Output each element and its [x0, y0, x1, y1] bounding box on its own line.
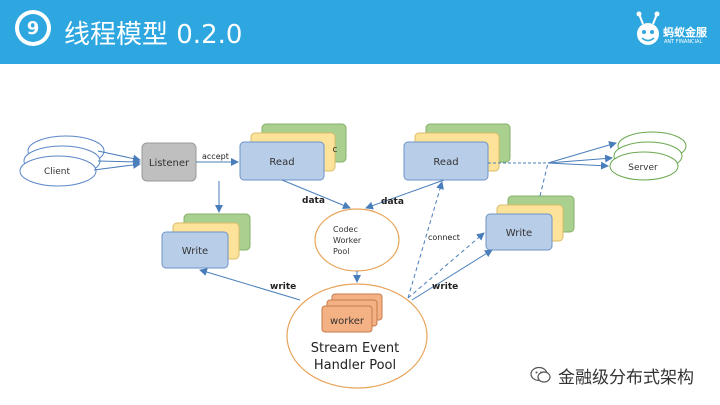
arrow-pool-writeright	[411, 249, 493, 301]
pool-label-line2: Handler Pool	[314, 358, 396, 373]
read-left-back-label: c	[333, 145, 338, 155]
codec-worker-pool: Codec Worker Pool	[314, 208, 400, 272]
server-label: Server	[628, 163, 658, 173]
edge-label-data-right: data	[381, 197, 404, 207]
edge-label-write-left: write	[270, 282, 296, 292]
arrow-pool-writeleft	[199, 268, 301, 301]
slide-number: 9	[19, 14, 47, 42]
codec-label-line2: Worker	[333, 236, 362, 245]
page-title: 线程模型 0.2.0	[64, 20, 243, 50]
edge-label-accept: accept	[202, 152, 229, 161]
arrow-readleft-codec	[281, 179, 351, 210]
edge-label-write-right: write	[432, 282, 458, 292]
logo-text: 蚂蚁金服	[663, 26, 707, 39]
read-right-stack: Read	[403, 123, 511, 181]
logo-subtext: ANT FINANCIAL	[664, 39, 703, 45]
stream-event-handler-pool: worker Stream Event Handler Pool	[286, 283, 428, 389]
edge-label-connect: connect	[428, 233, 460, 242]
worker-label: worker	[330, 316, 365, 327]
write-right-label: Write	[506, 228, 532, 239]
edge-label-data-left: data	[302, 196, 325, 206]
arrow-readright-codec	[365, 179, 445, 210]
arrows	[93, 141, 617, 301]
read-left-stack: c Read	[239, 123, 347, 181]
arrow-client3-listener	[93, 160, 141, 171]
arrow-client2-listener	[97, 157, 141, 166]
server-node: Server	[609, 131, 687, 181]
codec-label-line1: Codec	[333, 225, 358, 234]
write-left-label: Write	[182, 246, 208, 257]
watermark-text: 金融级分布式架构	[558, 367, 694, 388]
client-node: Client	[19, 135, 105, 187]
pool-label-line1: Stream Event	[311, 341, 399, 356]
listener-label: Listener	[149, 158, 190, 169]
ant-logo-icon	[636, 11, 660, 45]
read-right-label: Read	[433, 157, 458, 168]
wechat-icon	[530, 366, 551, 383]
arrow-pool-readright	[407, 181, 444, 299]
write-left-stack: Write	[161, 213, 251, 269]
listener-node: Listener	[141, 142, 197, 182]
codec-label-line3: Pool	[333, 247, 350, 256]
arrow-right-server1	[547, 141, 617, 164]
header-bar: 9 线程模型 0.2.0 蚂蚁金服 ANT FINANCIAL	[0, 0, 720, 64]
read-left-label: Read	[269, 157, 294, 168]
arrow-pool-connect	[407, 232, 485, 299]
client-label: Client	[44, 167, 71, 177]
arrow-writeright-server	[539, 162, 549, 197]
arrow-right-server3	[547, 161, 609, 170]
arrow-client1-listener	[97, 150, 141, 163]
write-right-stack: Write	[485, 195, 575, 251]
slide-number-badge: 9	[15, 10, 51, 46]
arrow-right-server2	[547, 154, 613, 164]
watermark: 金融级分布式架构	[530, 360, 710, 390]
